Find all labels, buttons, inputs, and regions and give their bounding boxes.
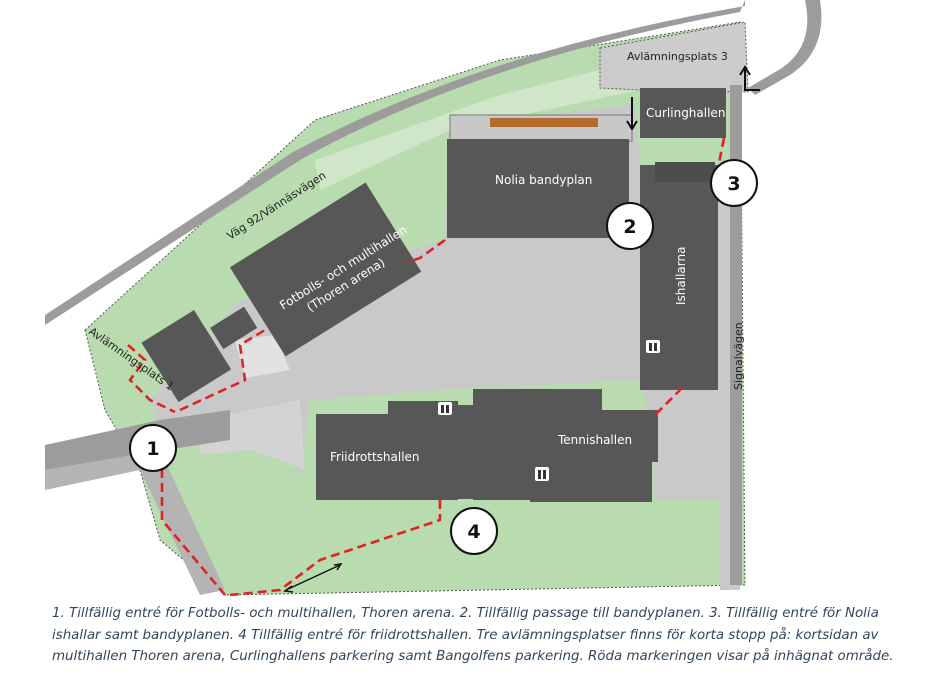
entrance-marker-3: 3 bbox=[710, 159, 758, 207]
building-connector bbox=[473, 389, 530, 500]
restroom-icon bbox=[646, 340, 660, 353]
arrow-road-icon bbox=[283, 563, 343, 593]
arrow-down-icon bbox=[626, 97, 638, 131]
sw-diagonal-road bbox=[45, 450, 225, 595]
grass-strip-north bbox=[315, 60, 640, 190]
road-label-signalvagen: Signalvägen bbox=[732, 322, 745, 390]
dropoff-3-area bbox=[599, 21, 749, 93]
label-tennishallen: Tennishallen bbox=[557, 433, 632, 447]
building-nolia-bandyplan bbox=[447, 139, 629, 238]
side-road-signalvagen bbox=[730, 85, 742, 585]
building-middle-block bbox=[458, 405, 473, 499]
restroom-icon bbox=[438, 402, 452, 415]
building-tennis-lower bbox=[530, 462, 652, 502]
fence-lines bbox=[127, 137, 726, 597]
label-curlinghallen: Curlinghallen bbox=[646, 106, 725, 120]
building-fotbolls-multihallen bbox=[229, 182, 422, 357]
building-tennis-top bbox=[530, 389, 602, 411]
map-caption: 1. Tillfällig entré för Fotbolls- och mu… bbox=[52, 606, 894, 664]
restroom-icon bbox=[535, 467, 549, 481]
svg-text:1: 1 bbox=[146, 438, 159, 460]
svg-text:3: 3 bbox=[727, 173, 740, 195]
building-multihallen-link bbox=[210, 306, 258, 350]
svg-text:4: 4 bbox=[467, 521, 480, 543]
label-nolia-bandyplan: Nolia bandyplan bbox=[495, 173, 592, 187]
label-friidrottshallen: Friidrottshallen bbox=[330, 450, 420, 464]
entrance-marker-4: 4 bbox=[450, 507, 498, 555]
building-ishallarna-annex bbox=[655, 162, 715, 182]
building-curlinghallen bbox=[640, 88, 726, 138]
entrance-marker-2: 2 bbox=[606, 202, 654, 250]
label-ishallarna: Ishallarna bbox=[674, 247, 688, 305]
building-tennishallen bbox=[530, 410, 658, 462]
dropoff-label-3: Avlämningsplats 3 bbox=[627, 50, 728, 63]
building-multihallen-annex bbox=[141, 309, 232, 403]
arrow-up-icon bbox=[739, 65, 760, 91]
bandy-bench bbox=[490, 118, 598, 127]
site-map: Väg 92/Vännäsvägen Signalvägen Avlämning… bbox=[45, 0, 822, 597]
road-ne-bend bbox=[748, 0, 822, 95]
stippled-entrance bbox=[235, 335, 290, 378]
svg-text:2: 2 bbox=[623, 216, 636, 238]
building-friidrottshallen bbox=[316, 414, 458, 500]
entrance-marker-1: 1 bbox=[129, 424, 177, 472]
